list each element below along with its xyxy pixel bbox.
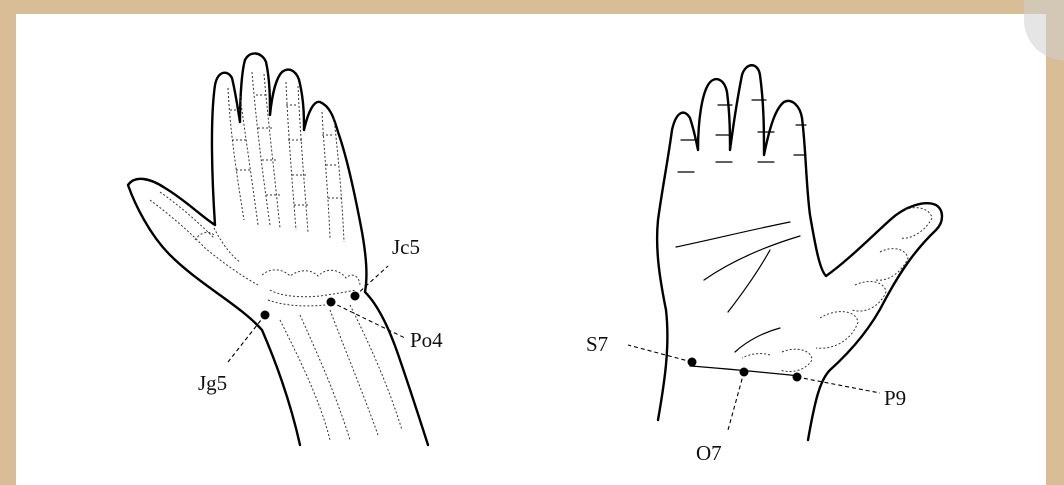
left-carpal-bones: [262, 270, 360, 306]
left-hand-dorsal: Jc5 Po4 Jg5: [128, 53, 443, 445]
leader-jg5: [228, 315, 265, 362]
left-finger-bones: [214, 72, 344, 262]
leader-po4: [331, 302, 405, 338]
left-thumb-bones: [150, 192, 258, 285]
leader-p9: [797, 377, 880, 393]
label-jc5: Jc5: [392, 235, 420, 259]
right-hand-outline: [657, 65, 942, 440]
label-o7: O7: [696, 441, 722, 465]
right-hand-palmar: S7 O7 P9: [586, 65, 942, 465]
label-po4: Po4: [410, 328, 443, 352]
left-hand-outline: [128, 53, 428, 445]
right-thumb-bones: [742, 208, 932, 372]
leader-s7: [628, 345, 692, 362]
leader-o7: [728, 372, 744, 430]
label-jg5: Jg5: [198, 371, 227, 395]
leader-jc5: [355, 266, 388, 296]
left-finger-joints: [230, 95, 342, 205]
left-forearm-lines: [280, 305, 402, 440]
label-s7: S7: [586, 332, 608, 356]
label-p9: P9: [884, 386, 906, 410]
right-palm-lines: [676, 222, 800, 352]
